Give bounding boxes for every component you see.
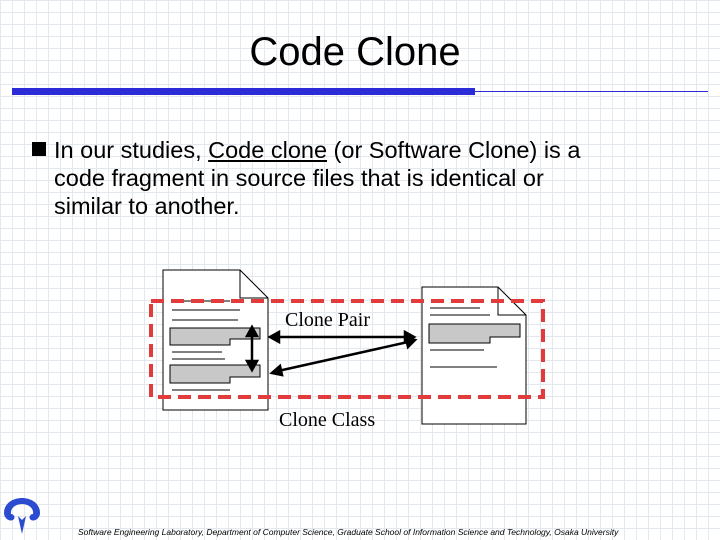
left-clone-fragment-2 bbox=[169, 364, 261, 384]
page-title: Code Clone bbox=[249, 30, 461, 74]
bullet-text-line3: similar to another. bbox=[54, 193, 240, 219]
clone-pair-arrows bbox=[244, 324, 418, 377]
clone-pair-label: Clone Pair bbox=[285, 309, 370, 331]
clone-class-box bbox=[149, 299, 545, 399]
left-clone-fragment-1 bbox=[169, 327, 261, 346]
title-underline bbox=[12, 88, 475, 95]
bullet-text: In our studies, Code clone (or Software … bbox=[32, 136, 702, 220]
bullet-text-after: (or Software Clone) is a bbox=[327, 137, 581, 163]
bullet-square-icon bbox=[32, 142, 46, 156]
code-clone-term: Code clone bbox=[208, 137, 328, 163]
right-clone-fragment bbox=[428, 323, 521, 344]
bullet-item: In our studies, Code clone (or Software … bbox=[32, 136, 702, 220]
title-underline-thin bbox=[475, 91, 708, 92]
left-source-file-icon bbox=[162, 269, 269, 411]
clone-class-label: Clone Class bbox=[279, 409, 376, 431]
university-logo-icon bbox=[4, 498, 40, 534]
footer-text: Software Engineering Laboratory, Departm… bbox=[78, 527, 619, 537]
bullet-text-line2: code fragment in source files that is id… bbox=[54, 165, 544, 191]
bullet-text-before: In our studies, bbox=[54, 137, 209, 163]
right-source-file-icon bbox=[421, 286, 527, 425]
